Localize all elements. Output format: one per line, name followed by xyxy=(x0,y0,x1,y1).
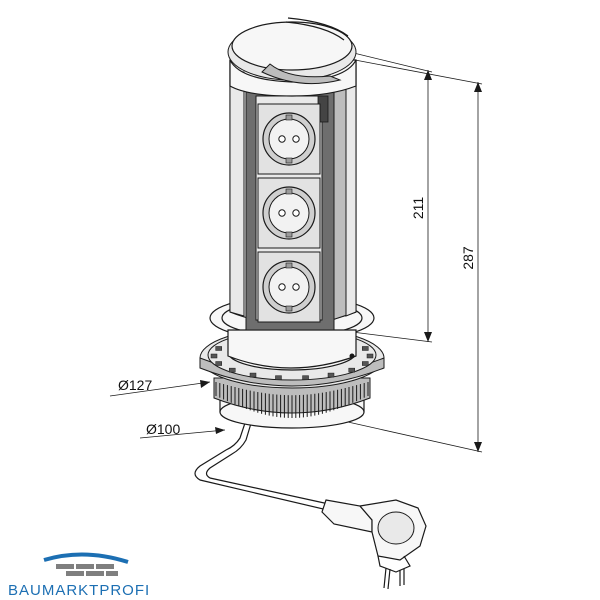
socket-1 xyxy=(257,103,321,175)
pop-up-column xyxy=(209,17,375,369)
logo-text: BAUMARKTPROFI xyxy=(8,582,151,599)
dimension-outer-diameter: Ø127 xyxy=(118,377,152,393)
socket-group xyxy=(257,103,321,323)
dimension-lines xyxy=(109,39,483,453)
socket-3 xyxy=(257,251,321,323)
dimension-total-height: 287 xyxy=(460,246,476,270)
logo-bricks-icon xyxy=(56,564,118,576)
knurled-nut-ridges xyxy=(215,382,369,418)
dimension-top-height: 211 xyxy=(410,197,426,220)
socket-2 xyxy=(257,177,321,249)
power-cable xyxy=(194,419,339,513)
plug xyxy=(321,499,427,590)
baumarktprofi-logo xyxy=(43,552,129,576)
dimension-inner-diameter: Ø100 xyxy=(146,421,180,437)
